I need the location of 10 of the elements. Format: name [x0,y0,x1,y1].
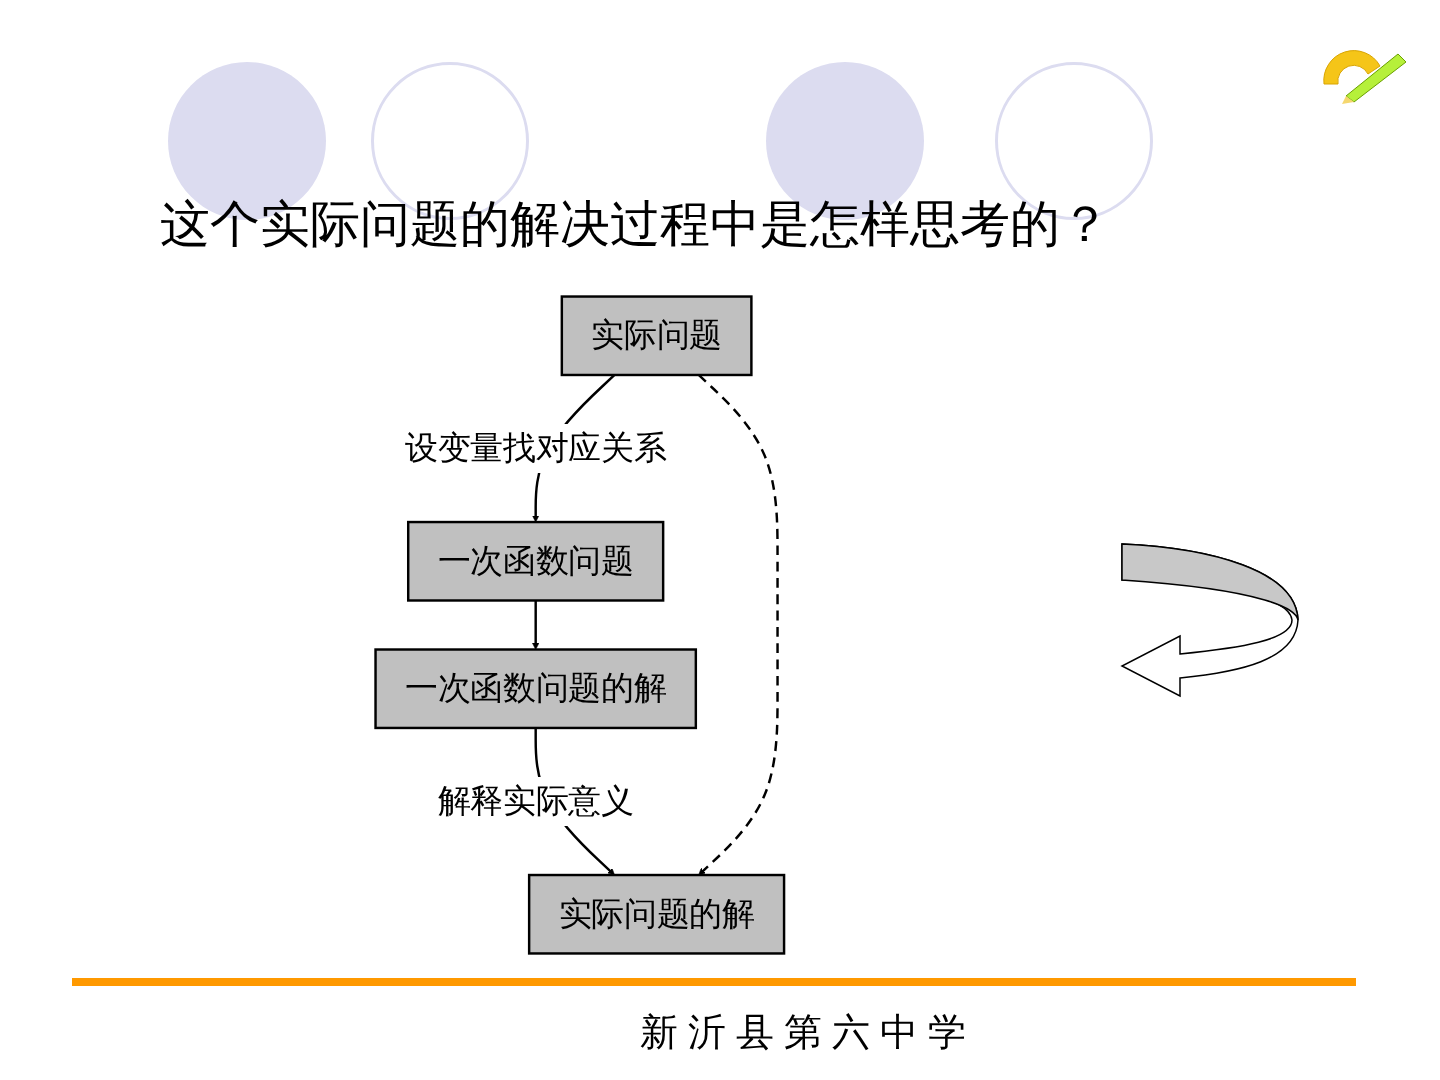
process-box: 一次函数问题的解 [374,648,698,730]
school-name: 新沂县第六中学 [640,1010,976,1055]
process-box: 实际问题的解 [528,873,786,955]
arrow [698,374,779,876]
arrow [532,600,540,650]
process-box: 实际问题 [560,295,753,377]
slide-title: 这个实际问题的解决过程中是怎样思考的？ [160,195,1110,254]
process-box: 一次函数问题 [407,520,665,602]
edge-label: 解释实际意义 [437,782,634,820]
edge-label: 设变量找对应关系 [405,429,667,467]
